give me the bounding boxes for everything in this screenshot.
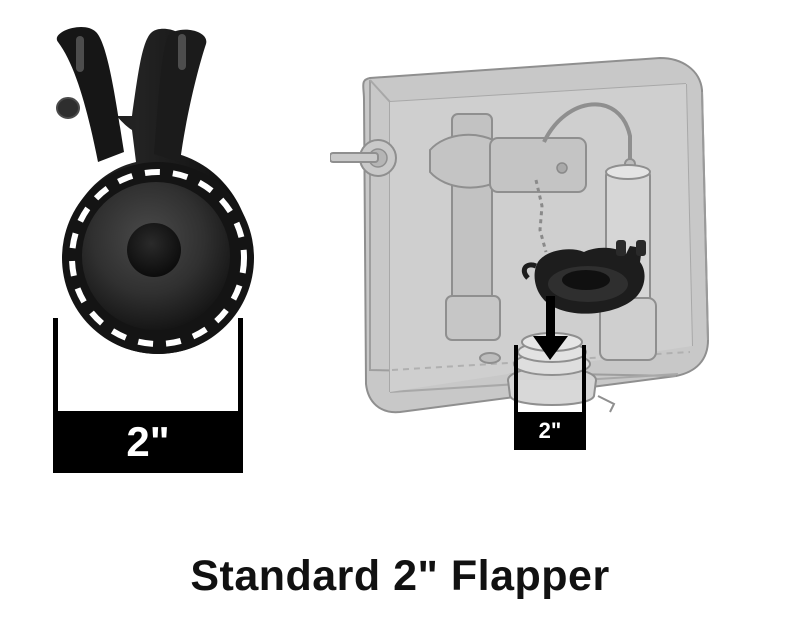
flapper-part-illustration xyxy=(20,12,300,412)
flush-valve-measurement: 2" xyxy=(514,345,586,453)
mounting-slot-left xyxy=(76,36,84,72)
figure-caption: Standard 2" Flapper xyxy=(190,552,610,600)
measure-tick-left xyxy=(53,318,58,414)
install-arrow-icon xyxy=(533,296,568,360)
measure-tick-right xyxy=(582,345,586,415)
measure-bar: 2" xyxy=(514,412,586,450)
tank-graphic xyxy=(330,56,710,414)
measure-label: 2" xyxy=(538,418,562,443)
chain-eyelet xyxy=(56,97,80,119)
measure-tick-left xyxy=(514,345,518,415)
flapper-measurement: 2" xyxy=(53,318,243,488)
tank-flapper xyxy=(521,240,646,314)
flapper-center-hole xyxy=(127,223,181,277)
measure-label: 2" xyxy=(126,418,170,465)
fill-valve-assembly xyxy=(330,113,587,341)
measure-bar: 2" xyxy=(53,411,243,473)
mounting-slot-right xyxy=(178,34,186,70)
dashed-measure-circle xyxy=(69,169,247,347)
measure-tick-right xyxy=(238,318,243,414)
flapper-graphic xyxy=(56,26,254,355)
toilet-tank-illustration xyxy=(330,40,790,430)
flapper-body xyxy=(56,26,254,355)
